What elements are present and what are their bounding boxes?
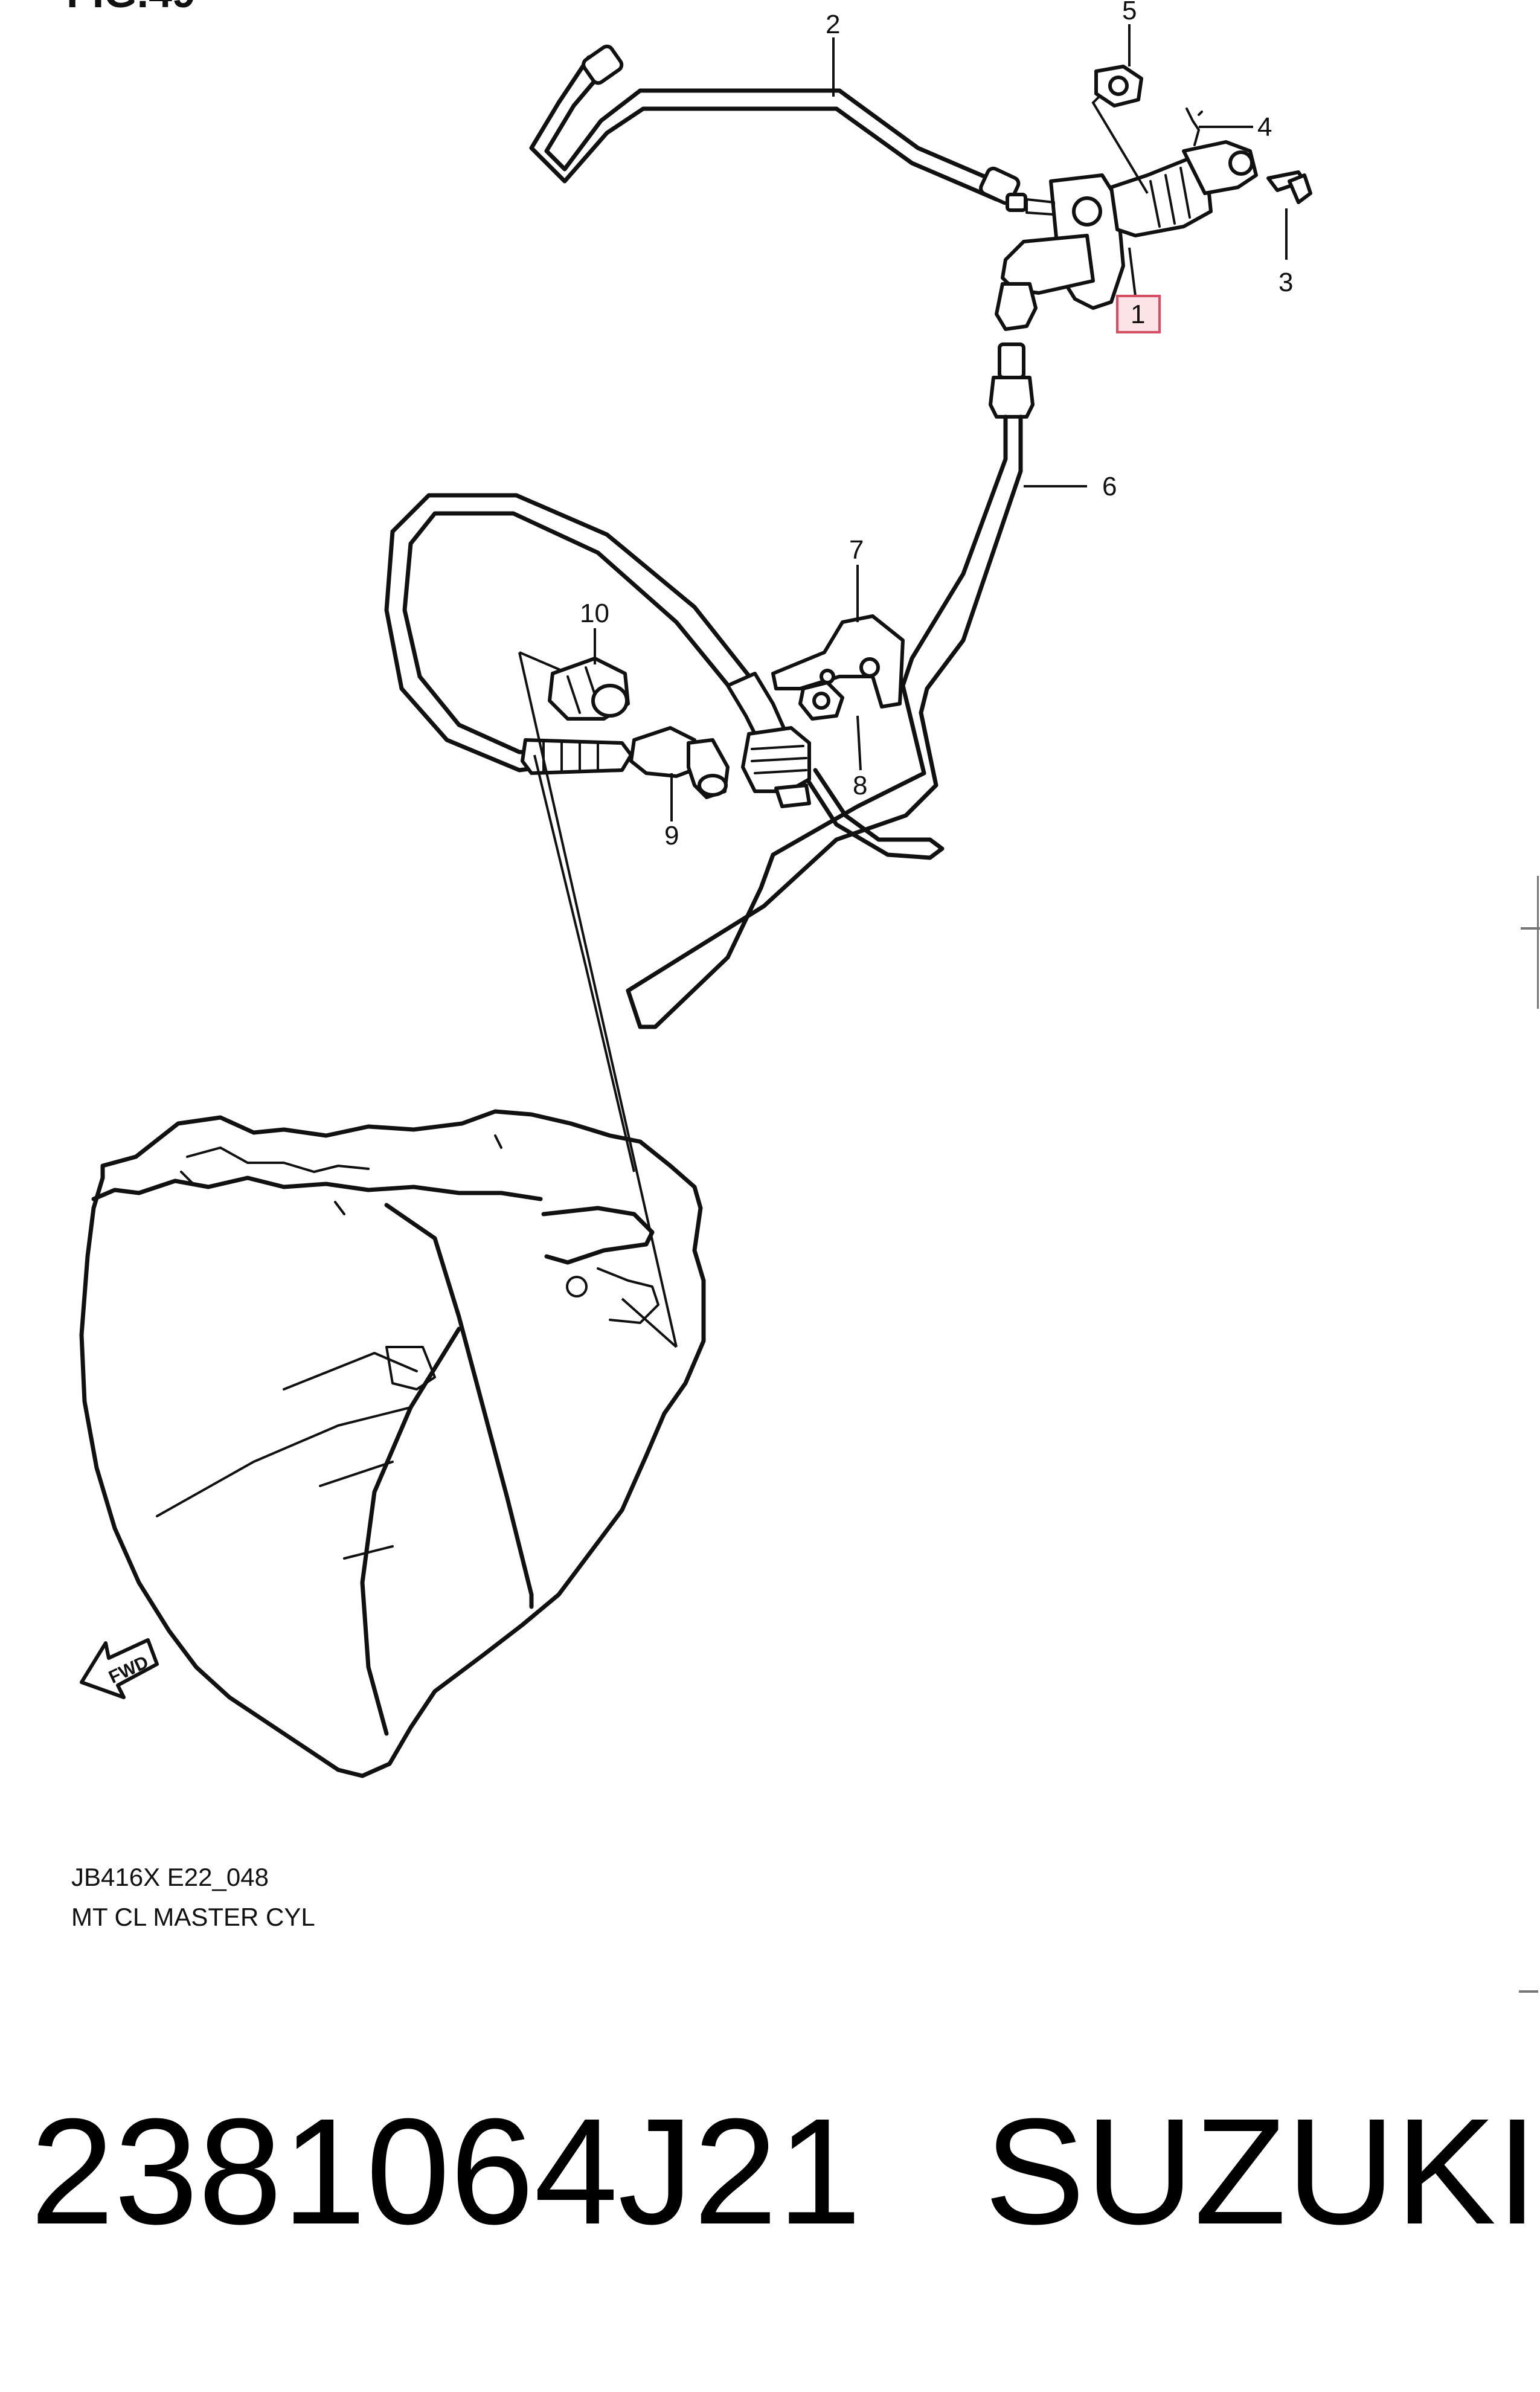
part-number: 2381064J21 <box>30 2087 862 2255</box>
leader-5 <box>1091 24 1149 195</box>
grommet <box>548 657 630 721</box>
callout-6: 6 <box>1102 472 1117 501</box>
brand-name: SUZUKI <box>984 2087 1538 2255</box>
leader-8 <box>856 715 862 771</box>
callout-9: 9 <box>664 821 679 850</box>
highlight-box-1 <box>1116 295 1161 333</box>
bracket-nut <box>798 681 844 721</box>
clip <box>1185 108 1203 146</box>
edge-tick-right <box>1521 927 1540 930</box>
edge-tick-right-vertical <box>1537 876 1539 1009</box>
bracket <box>771 614 905 709</box>
transmission-case <box>79 1109 706 1778</box>
parts-diagram: FIG.49 <box>66 0 1312 1778</box>
clutch-pipe <box>626 342 1035 1029</box>
grommet-guide <box>533 754 635 1172</box>
callout-7: 7 <box>849 535 864 565</box>
fwd-arrow-icon: FWD <box>80 1638 159 1699</box>
reservoir-hose <box>529 44 1021 205</box>
callout-8: 8 <box>853 771 867 800</box>
callout-3: 3 <box>1279 268 1293 297</box>
diagram-code: JB416X E22_048 <box>71 1863 269 1891</box>
diagram-name: MT CL MASTER CYL <box>71 1903 315 1931</box>
grommet-leader <box>518 651 678 1348</box>
flexible-hose <box>384 493 811 808</box>
master-cylinder <box>995 140 1258 331</box>
callout-2: 2 <box>826 10 840 39</box>
edge-tick-bottom <box>1519 1990 1538 1993</box>
callout-10: 10 <box>580 599 609 628</box>
figure-title: FIG.49 <box>66 0 196 16</box>
callout-1: 1 <box>1131 300 1145 329</box>
leader-1 <box>1128 247 1137 297</box>
pin <box>1266 170 1312 204</box>
callout-4: 4 <box>1257 112 1272 142</box>
union-fitting <box>629 726 730 799</box>
nut <box>1094 65 1143 108</box>
callout-5: 5 <box>1122 0 1137 25</box>
